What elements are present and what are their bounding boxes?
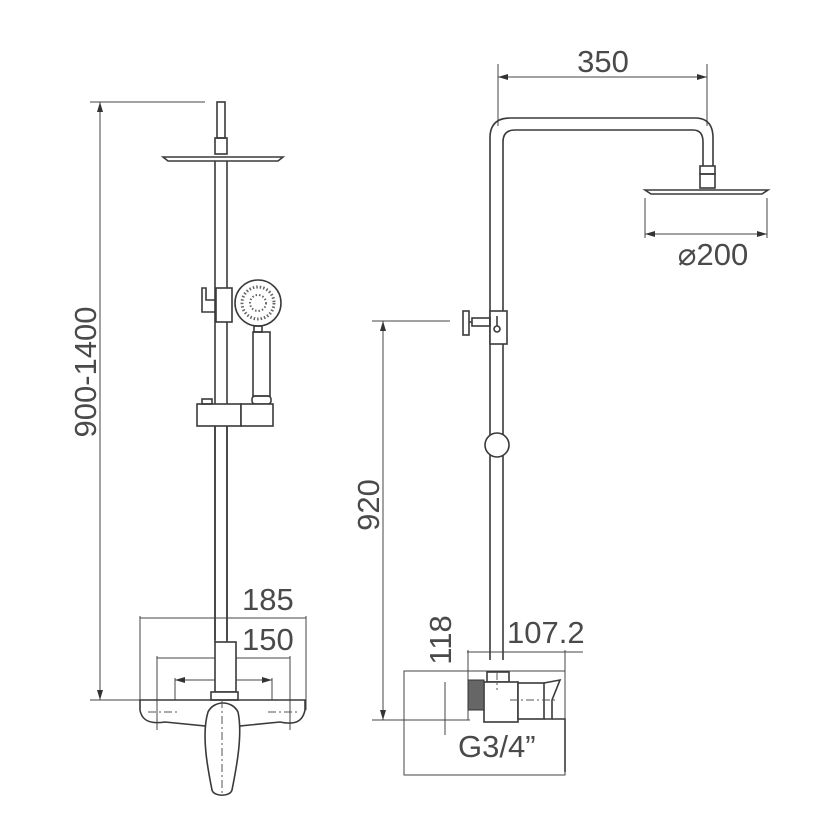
mixer-depth-label: 107.2: [507, 615, 585, 650]
front-view: 900-1400: [68, 101, 307, 797]
height-dimension: 900-1400: [68, 101, 205, 701]
diverter-valve: [462, 310, 508, 345]
mixer-dimensions: 118 107.2: [403, 615, 585, 776]
hand-shower: [234, 279, 282, 405]
outlet-height-dimension: 920: [351, 320, 470, 721]
slider-bracket: [196, 398, 274, 427]
pipe-joint: [484, 432, 510, 458]
mixer-side-body: G3/4”: [458, 671, 566, 772]
side-view: 350 ⌀200 920: [351, 44, 771, 776]
head-diameter-label: ⌀200: [678, 237, 748, 272]
mixer-center-label: 150: [242, 622, 294, 657]
mixer-width-dimension: 185: [139, 582, 307, 710]
mixer-width-label: 185: [242, 582, 294, 617]
connection-label: G3/4”: [458, 729, 536, 764]
shower-arm-pipe: [489, 117, 771, 660]
head-diameter-dimension: ⌀200: [644, 198, 768, 272]
mixer-height-label: 118: [423, 615, 458, 664]
shower-pole: [160, 101, 286, 640]
mixer-body: [139, 641, 306, 797]
height-range-label: 900-1400: [68, 306, 103, 437]
outlet-height-label: 920: [351, 479, 386, 531]
arm-projection-label: 350: [577, 44, 629, 79]
arm-projection-dimension: 350: [497, 44, 708, 126]
